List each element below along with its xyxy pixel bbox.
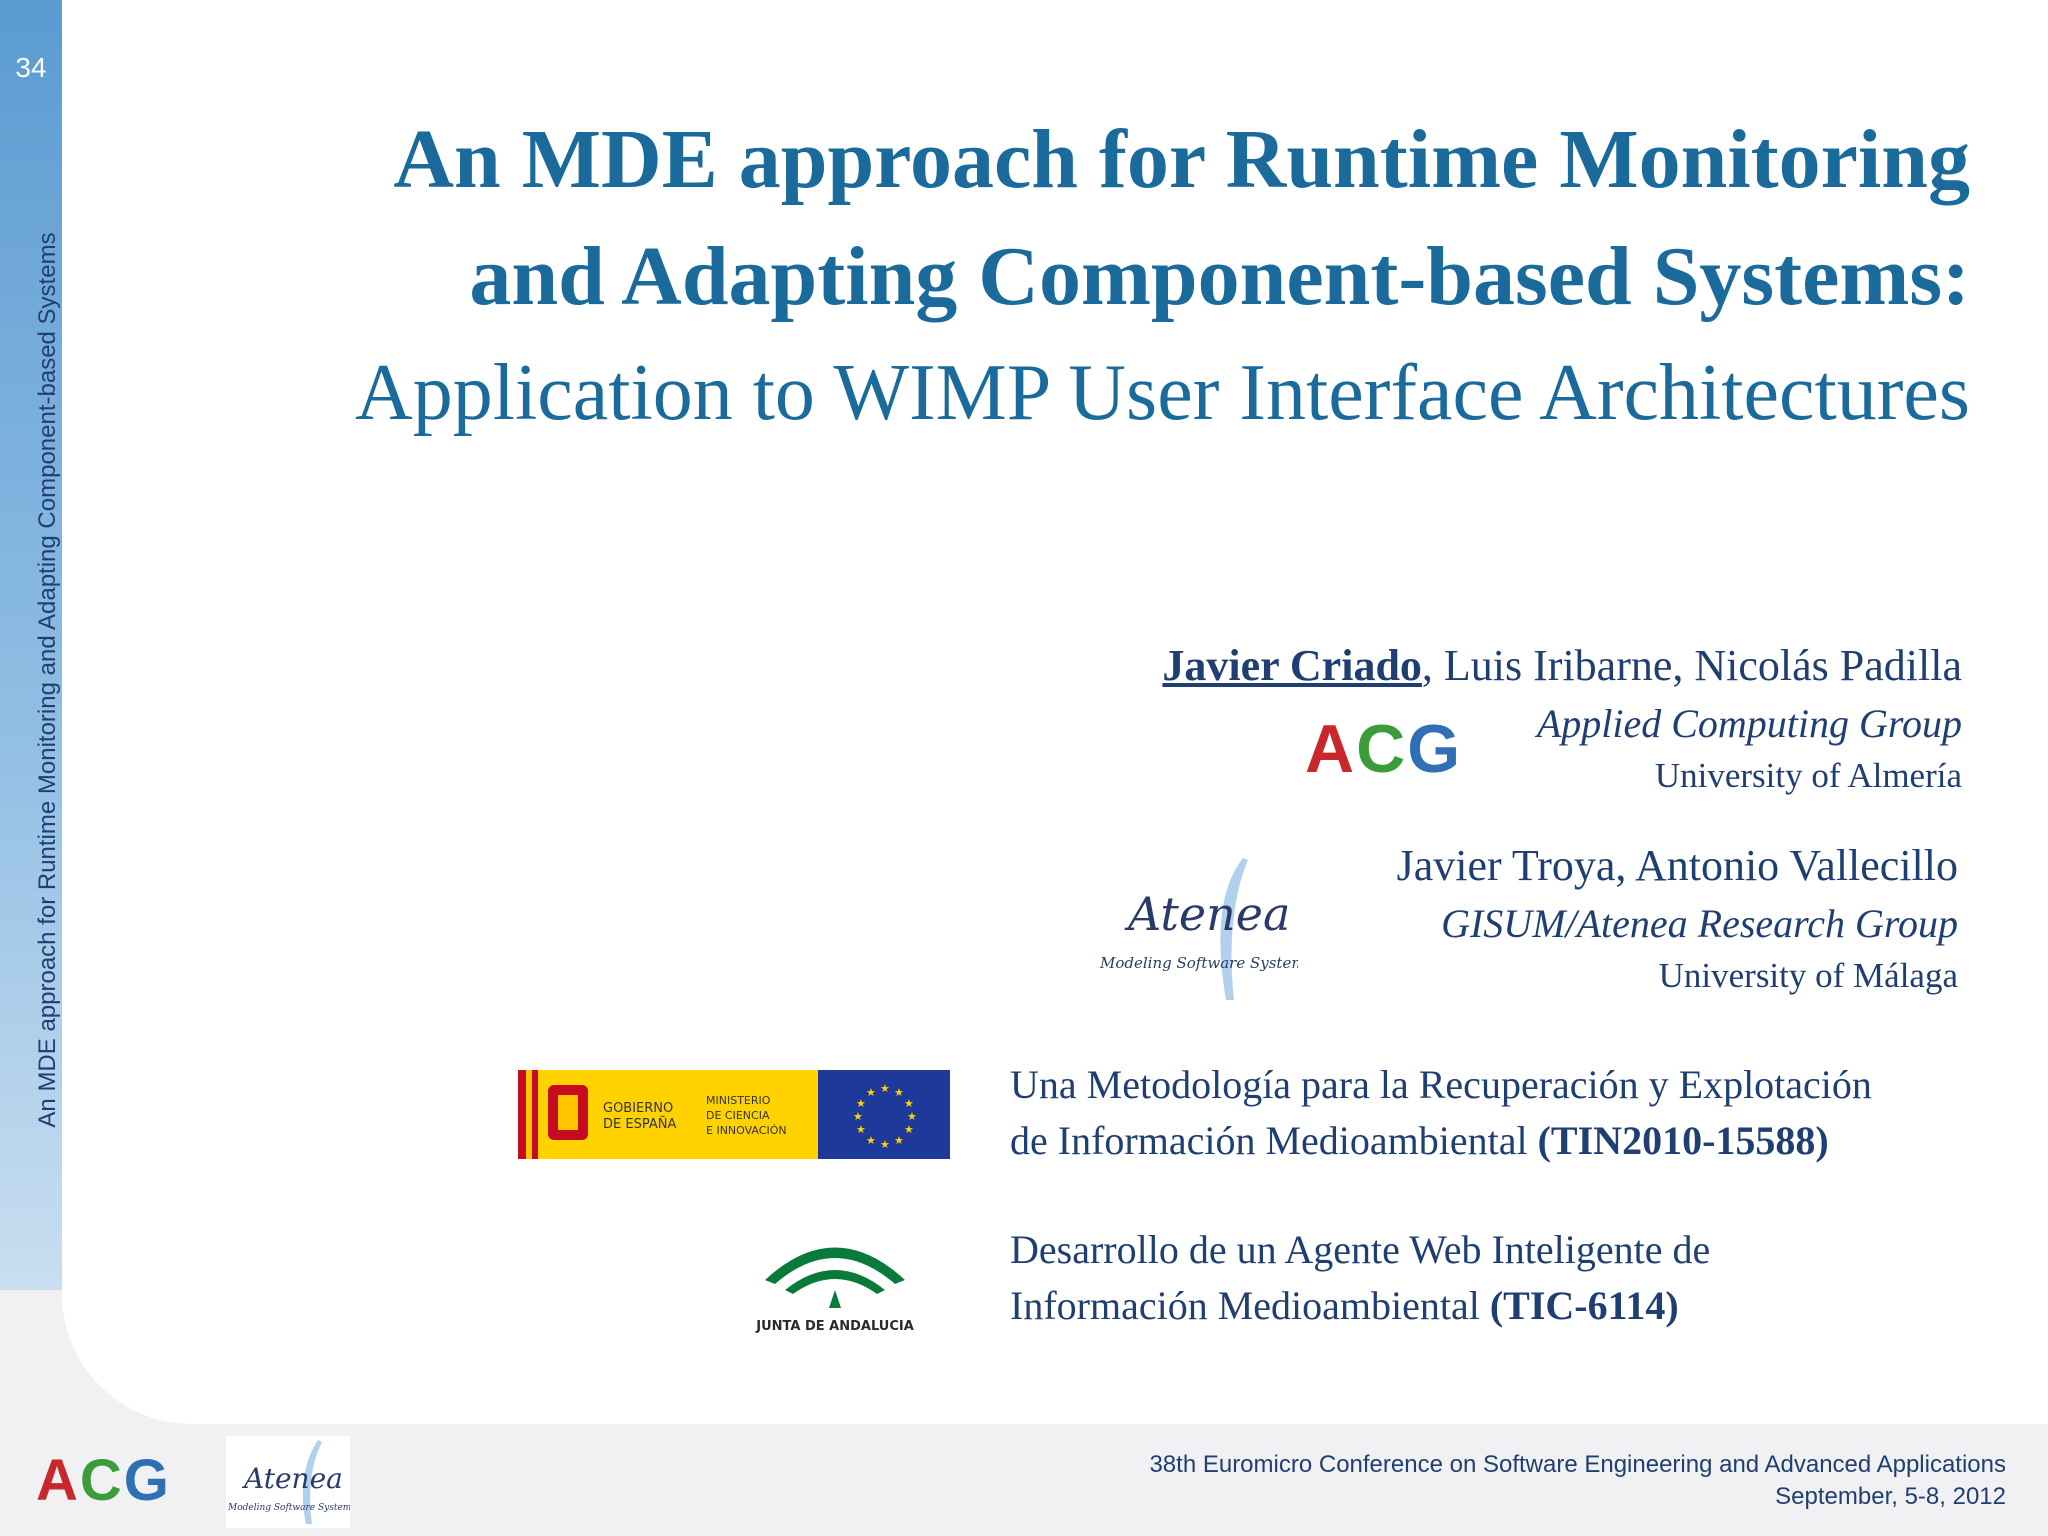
svg-text:★: ★ [856,1097,866,1110]
svg-text:Modeling Software Systems: Modeling Software Systems [227,1503,350,1513]
footer-atenea-logo: Atenea Modeling Software Systems [226,1436,350,1528]
conference-name: 38th Euromicro Conference on Software En… [1149,1451,2006,1478]
subtitle: Application to WIMP User Interface Archi… [355,349,1970,437]
authors-group-2: Javier Troya, Antonio Vallecillo [1396,841,1958,890]
authors-group-1: Javier Criado, Luis Iribarne, Nicolás Pa… [1162,640,1962,691]
slide-content-panel [62,0,2048,1424]
acg-logo: ACG [1305,711,1463,787]
svg-text:★: ★ [894,1086,904,1099]
project-2-line-1: Desarrollo de un Agente Web Inteligente … [1010,1227,1711,1272]
project-1: Una Metodología para la Recuperación y E… [1010,1057,1872,1169]
svg-text:★: ★ [904,1123,914,1136]
coauthors: , Luis Iribarne, Nicolás Padilla [1421,641,1962,690]
project-2: Desarrollo de un Agente Web Inteligente … [1010,1222,1710,1334]
svg-text:★: ★ [904,1097,914,1110]
atenea-logo: Atenea Modeling Software Systems [1099,858,1298,1000]
project-1-line-1: Una Metodología para la Recuperación y E… [1010,1062,1872,1107]
title-line-1: An MDE approach for Runtime Monitoring [393,113,1970,206]
project-1-code: (TIN2010-15588) [1537,1118,1829,1163]
university-2: University of Málaga [1658,956,1958,995]
svg-text:JUNTA DE ANDALUCIA: JUNTA DE ANDALUCIA [755,1319,914,1334]
svg-text:★: ★ [894,1134,904,1147]
footer-conference: 38th Euromicro Conference on Software En… [1149,1449,2006,1513]
junta-andalucia-logo: JUNTA DE ANDALUCIA [755,1247,914,1334]
left-sidebar: 34 An MDE approach for Runtime Monitorin… [0,0,62,1290]
svg-text:Atenea: Atenea [241,1462,343,1495]
conference-dates: September, 5-8, 2012 [1775,1483,2006,1510]
title-line-2: and Adapting Component-based Systems: [469,230,1970,323]
presenter-name: Javier Criado [1162,641,1422,690]
svg-text:★: ★ [853,1110,863,1123]
svg-text:Modeling Software Systems: Modeling Software Systems [1099,954,1298,972]
footer-acg-logo: ACG [36,1448,171,1513]
university-1: University of Almería [1654,756,1962,795]
group-name-2: GISUM/Atenea Research Group [1441,901,1958,946]
svg-text:★: ★ [866,1086,876,1099]
project-2-line-2: Información Medioambiental (TIC-6114) [1010,1283,1679,1328]
svg-text:Atenea: Atenea [1124,887,1290,941]
sidebar-title: An MDE approach for Runtime Monitoring a… [34,232,61,1128]
project-2-code: (TIC-6114) [1489,1283,1679,1328]
slide-number: 34 [15,52,47,83]
svg-text:★: ★ [880,1138,890,1151]
svg-text:★: ★ [880,1082,890,1095]
svg-text:★: ★ [866,1134,876,1147]
project-1-line-2: de Información Medioambiental (TIN2010-1… [1010,1118,1829,1163]
group-name-1: Applied Computing Group [1536,701,1962,746]
svg-text:★: ★ [856,1123,866,1136]
svg-text:★: ★ [907,1110,917,1123]
